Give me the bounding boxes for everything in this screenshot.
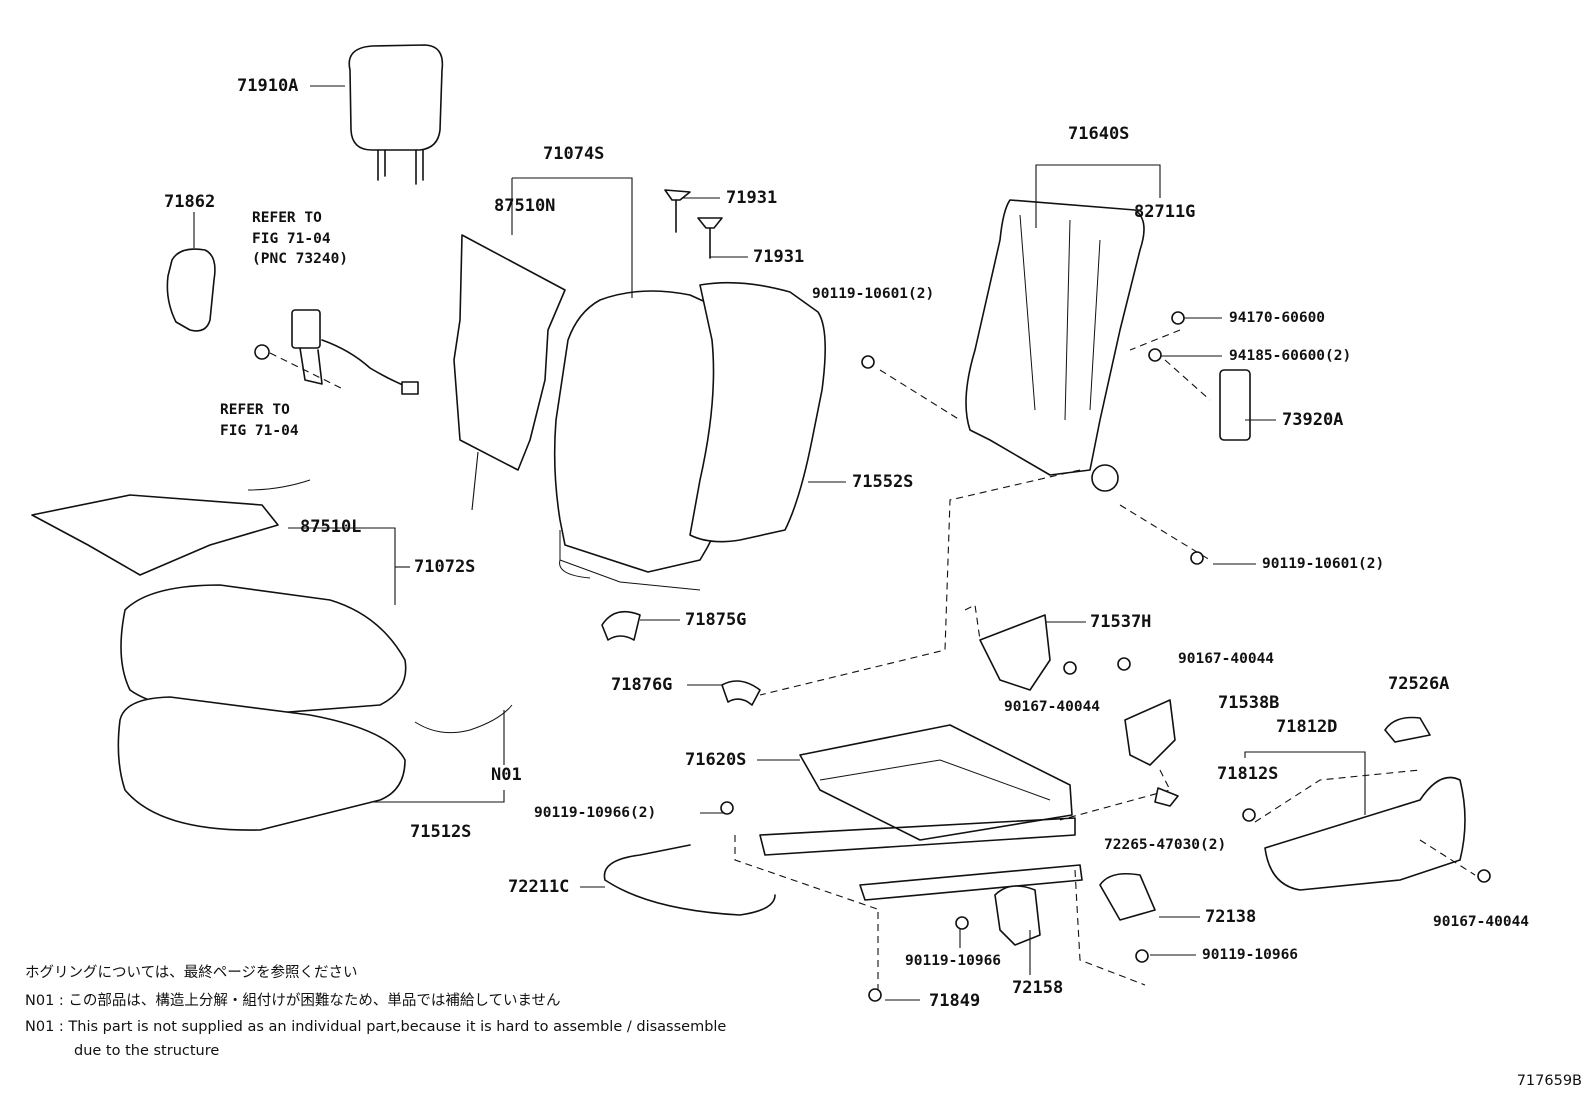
- n01-note-english-cont: due to the structure: [74, 1043, 220, 1059]
- bracket-part: [1124, 699, 1176, 766]
- label-71812D: 71812D: [1276, 717, 1338, 737]
- label-72158: 72158: [1012, 978, 1064, 998]
- label-90119-10601-upper: 90119-10601(2): [812, 286, 935, 302]
- trim-cover-part: [1384, 716, 1431, 743]
- label-71931-upper: 71931: [726, 188, 778, 208]
- label-90167-40044-b: 90167-40044: [1004, 699, 1101, 715]
- label-72138: 72138: [1205, 907, 1257, 927]
- cushion-sensor-part: [31, 494, 279, 576]
- pad-sensor-part: [453, 234, 566, 471]
- seat-cushion-cover-part: [120, 584, 407, 716]
- seat-wire-part: [603, 844, 776, 916]
- label-71931-lower: 71931: [753, 247, 805, 267]
- label-73920A: 73920A: [1282, 410, 1344, 430]
- leader-lines: [193, 85, 1366, 1001]
- label-90119-10966-b: 90119-10966: [905, 953, 1002, 969]
- seatback-pad-part: [689, 281, 826, 543]
- label-71876G: 71876G: [611, 675, 673, 695]
- label-87510N: 87510N: [494, 196, 556, 216]
- n01-note-english: N01 : This part is not supplied as an in…: [25, 1019, 727, 1035]
- label-82711G: 82711G: [1134, 202, 1196, 222]
- inner-cover-part: [994, 885, 1041, 946]
- label-71538B: 71538B: [1218, 693, 1280, 713]
- label-71640S: 71640S: [1068, 124, 1130, 144]
- label-71875G: 71875G: [685, 610, 747, 630]
- headrest-part: [348, 44, 444, 185]
- inner-cover-part: [1099, 872, 1156, 921]
- hog-ring-note: ホグリングについては、最終ページを参照ください: [25, 965, 358, 981]
- label-90119-10966-2: 90119-10966(2): [534, 805, 657, 821]
- refer-to-fig-note-lower: REFER TO FIG 71-04: [220, 402, 299, 439]
- label-90119-10601-lower: 90119-10601(2): [1262, 556, 1385, 572]
- cover-clip-part: [601, 610, 641, 641]
- seat-cushion-pad-part: [117, 696, 406, 831]
- label-72265-47030: 72265-47030(2): [1104, 837, 1227, 853]
- refer-to-fig-note-upper: REFER TO FIG 71-04 (PNC 73240): [252, 210, 349, 268]
- assembly-lines: [269, 329, 1476, 995]
- seatback-frame-part: [965, 199, 1145, 492]
- cover-clip-part: [721, 680, 761, 706]
- label-71512S: 71512S: [410, 822, 472, 842]
- bracket-part: [979, 614, 1051, 691]
- label-90167-40044-a: 90167-40044: [1178, 651, 1275, 667]
- label-94185-60600: 94185-60600(2): [1229, 348, 1352, 364]
- cushion-frame-part: [759, 724, 1083, 901]
- label-90167-40044-c: 90167-40044: [1433, 914, 1530, 930]
- n01-note-japanese: N01 : この部品は、構造上分解・組付けが困難なため、単品では補給していません: [25, 993, 561, 1009]
- label-72211C: 72211C: [508, 877, 570, 897]
- label-71812S: 71812S: [1217, 764, 1279, 784]
- label-90119-10966-a: 90119-10966: [1202, 947, 1299, 963]
- label-71072S: 71072S: [414, 557, 476, 577]
- label-N01: N01: [491, 765, 522, 785]
- label-71620S: 71620S: [685, 750, 747, 770]
- label-71862: 71862: [164, 192, 216, 212]
- shield-part: [1264, 776, 1466, 891]
- label-71537H: 71537H: [1090, 612, 1152, 632]
- label-72526A: 72526A: [1388, 674, 1450, 694]
- seat-belt-buckle-part: [254, 309, 419, 395]
- label-71910A: 71910A: [237, 76, 299, 96]
- label-71849: 71849: [929, 991, 981, 1011]
- label-71074S: 71074S: [543, 144, 605, 164]
- figure-number: 717659B: [1516, 1073, 1582, 1089]
- label-71552S: 71552S: [852, 472, 914, 492]
- headrest-cover-part: [166, 248, 216, 332]
- label-94170-60600: 94170-60600: [1229, 310, 1326, 326]
- side-airbag-part: [1219, 369, 1251, 441]
- label-87510L: 87510L: [300, 517, 362, 537]
- bolt-parts: [664, 189, 1491, 1002]
